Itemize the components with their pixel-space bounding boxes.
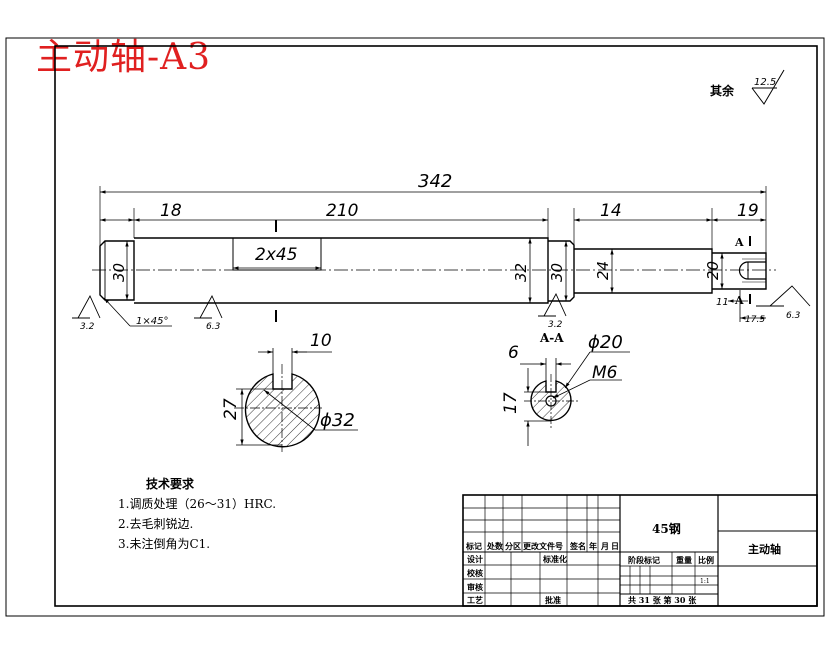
- tb-stage-mark: 阶段标记: [628, 555, 660, 565]
- dim-diameter-30-right: 30: [548, 263, 566, 282]
- shaft-outline: [99, 237, 767, 304]
- tech-requirement-item: 2.去毛刺锐边.: [118, 517, 194, 531]
- drawing-title: 主动轴-A3: [36, 37, 212, 78]
- dim-total-length: 342: [418, 171, 452, 192]
- tech-requirement-item: 1.调质处理（26～31）HRC.: [118, 497, 277, 511]
- dim-section-diameter-32: ϕ32: [320, 410, 355, 431]
- dim-length-14: 14: [600, 201, 622, 221]
- keyway-outline: [232, 237, 322, 271]
- tb-part-name: 主动轴: [748, 542, 781, 556]
- a-a-section-view: [524, 374, 578, 430]
- tech-requirement-item: 3.未注倒角为C1.: [118, 537, 211, 551]
- tb-scale: 比例: [698, 555, 714, 565]
- outer-border: [5, 37, 825, 617]
- tb-weight: 重量: [676, 555, 692, 565]
- dimension-lines: [100, 190, 766, 322]
- dim-chamfer-1x45: 1×45°: [136, 316, 168, 327]
- tb-approve: 批准: [545, 595, 561, 605]
- roughness-right: 3.2: [548, 320, 563, 330]
- dim-length-18: 18: [160, 201, 182, 221]
- tb-header-7: 日: [611, 541, 619, 551]
- a-a-section-dims: [520, 351, 630, 446]
- surface-finish-label: 其余: [710, 83, 735, 98]
- tb-row-check: 校核: [467, 568, 483, 578]
- dim-diameter-24: 24: [594, 261, 612, 280]
- dim-length-19: 19: [737, 201, 759, 221]
- section-mark-a-top: A: [734, 236, 744, 249]
- tech-requirements-title: 技术要求: [146, 477, 195, 491]
- tb-row-review: 审核: [467, 582, 483, 592]
- tb-header-6: 月: [600, 541, 609, 551]
- tb-scale-value: 1:1: [700, 578, 710, 585]
- dim-a-a-diameter-20: ϕ20: [588, 332, 623, 353]
- surface-finish-symbol: 12.5: [751, 69, 785, 105]
- tb-sheets: 共 31 张 第 30 张: [628, 595, 697, 605]
- tb-row-design: 设计: [467, 554, 483, 564]
- dim-hole-6: 6: [508, 343, 519, 363]
- dim-thread-m6: M6: [592, 363, 618, 383]
- chamfer-leader: [103, 297, 131, 327]
- section-label-a-a: A-A: [539, 331, 564, 345]
- tb-header-2: 分区: [505, 541, 521, 551]
- roughness-symbols: [72, 285, 811, 319]
- section-mark-a-bottom: A: [734, 294, 744, 307]
- roughness-left: 3.2: [80, 322, 95, 332]
- title-block: [462, 494, 818, 607]
- tb-header-1: 处数: [486, 541, 504, 551]
- tb-header-0: 标记: [465, 541, 482, 551]
- title-block-text: 标记 处数 分区 更改文件号 签名 年 月 日 设计 标准化 校核 审核 工艺 …: [465, 541, 714, 605]
- inner-border: [54, 45, 818, 607]
- dim-length-17-5: 17.5: [745, 315, 765, 325]
- dim-depth-17: 17: [501, 392, 521, 414]
- dim-length-210: 210: [326, 201, 358, 221]
- dim-diameter-30-left: 30: [110, 263, 128, 282]
- roughness-mid: 6.3: [206, 322, 221, 332]
- tb-header-5: 年: [589, 541, 597, 551]
- dim-diameter-32: 32: [512, 263, 530, 282]
- keyway-section-dims: [236, 348, 358, 446]
- tb-row-process: 工艺: [467, 595, 483, 605]
- surface-finish-value: 12.5: [754, 77, 776, 88]
- tb-standardize: 标准化: [542, 554, 567, 564]
- dim-keyway-2x45: 2x45: [255, 245, 298, 265]
- dim-keyway-depth-27: 27: [221, 398, 241, 420]
- technical-requirements: 技术要求 1.调质处理（26～31）HRC. 2.去毛刺锐边. 3.未注倒角为C…: [118, 474, 276, 554]
- keyway-section-view: [234, 364, 322, 452]
- tb-header-4: 签名: [569, 541, 586, 551]
- dim-length-11: 11: [716, 297, 729, 308]
- extension-lines: [99, 186, 767, 253]
- dim-keyway-width-10: 10: [310, 331, 332, 351]
- tb-material: 45钢: [652, 521, 681, 536]
- tb-header-3: 更改文件号: [523, 541, 563, 551]
- end-thread-hole: [738, 258, 766, 283]
- dim-diameter-20: 20: [704, 261, 722, 280]
- roughness-far-right: 6.3: [786, 311, 801, 321]
- section-cut-marks: [275, 220, 751, 322]
